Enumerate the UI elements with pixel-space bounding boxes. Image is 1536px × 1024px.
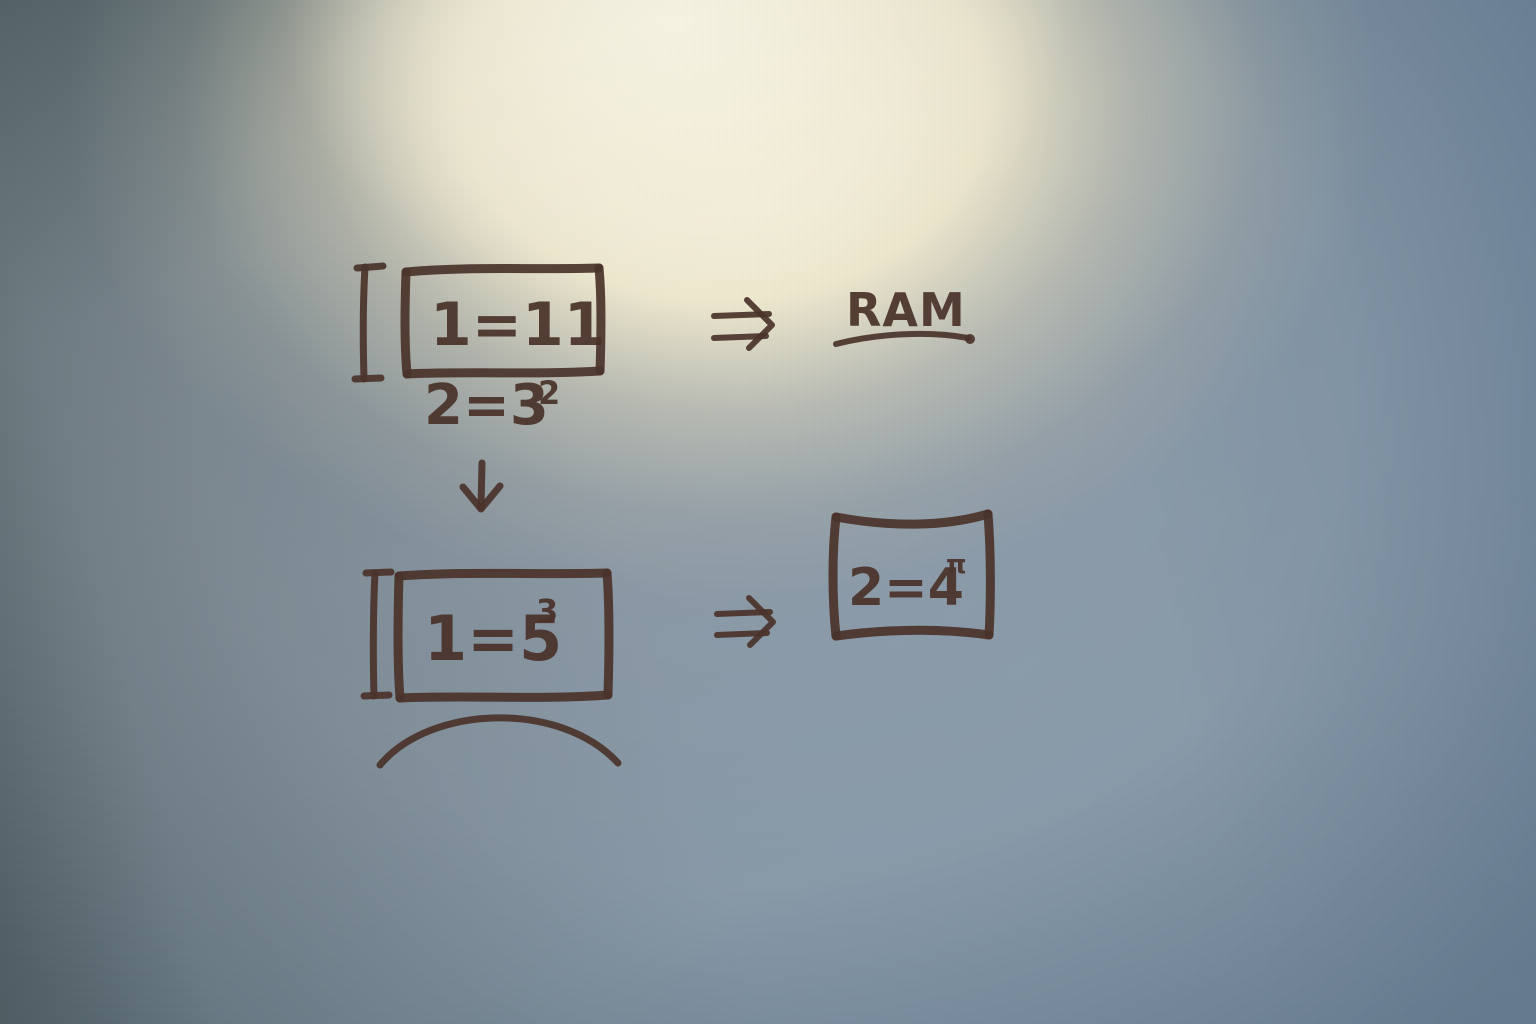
top-bracket-icon xyxy=(351,262,387,383)
top-box-equation: 1=11 xyxy=(430,290,606,360)
down-arrow-icon xyxy=(459,459,504,513)
right-box-exponent: π xyxy=(946,550,967,580)
bottom-box-exponent: 3 xyxy=(536,592,558,630)
right-box-equation: 2=4 xyxy=(848,558,964,618)
bottom-bracket-icon xyxy=(360,568,395,700)
ram-underline xyxy=(833,330,975,347)
ram-label: RAM xyxy=(846,283,966,337)
ram-underline-dot xyxy=(965,334,975,344)
top-subscript-equation: 2=3 xyxy=(424,373,549,438)
bottom-box-equation: 1=5 xyxy=(424,602,562,675)
top-implies-arrow-icon xyxy=(711,297,775,351)
right-equation-box xyxy=(828,509,995,641)
top-subscript-exponent: 2 xyxy=(538,374,560,412)
bottom-arc xyxy=(376,714,622,769)
bottom-implies-arrow-icon xyxy=(714,595,776,648)
bottom-equation-box xyxy=(393,568,614,703)
top-equation-box xyxy=(400,263,606,379)
